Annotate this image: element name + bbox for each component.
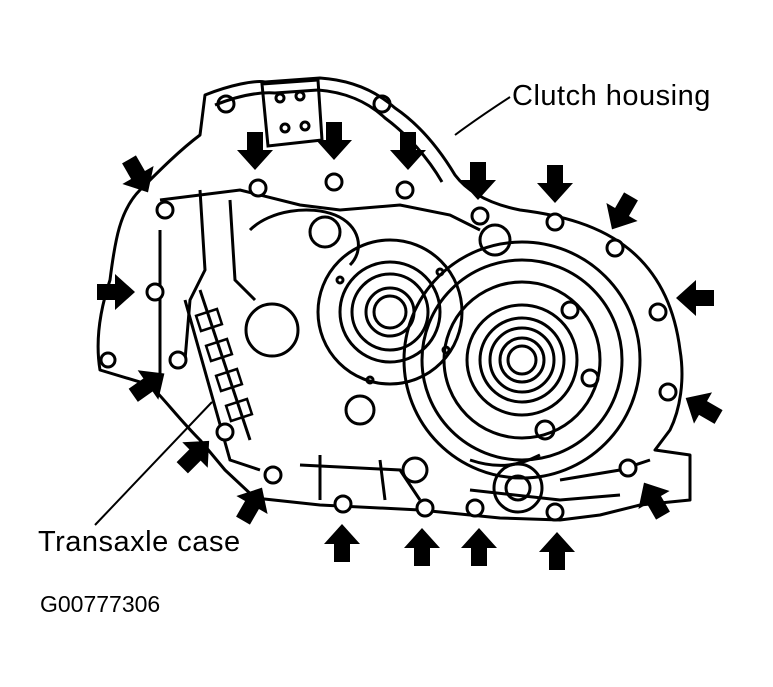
bolt-1 [155, 200, 175, 220]
arrow-bolt-12 [461, 528, 497, 566]
figure-code: G00777306 [40, 591, 161, 617]
bolt-8 [648, 302, 668, 322]
bolt-6 [545, 212, 565, 232]
clutch-housing-leader [454, 96, 511, 136]
leader-lines [94, 96, 511, 526]
bolt-2 [248, 178, 268, 198]
bolt-10 [618, 458, 638, 478]
arrow-bolt-7 [596, 187, 647, 239]
arrow-bolt-11 [539, 532, 575, 570]
arrow-bolt-9 [676, 382, 728, 433]
bolt-heads [145, 172, 678, 522]
arrow-bolt-4 [390, 132, 426, 170]
arrow-bolt-5 [460, 162, 496, 200]
bolt-18 [145, 282, 165, 302]
arrow-bolt-10 [628, 473, 679, 525]
arrow-bolt-14 [324, 524, 360, 562]
arrow-bolt-8 [676, 280, 714, 316]
bolt-15 [263, 465, 283, 485]
bolt-14 [333, 494, 353, 514]
clutch-housing-label: Clutch housing [512, 80, 711, 112]
bolt-4 [395, 180, 415, 200]
case-ribs [194, 307, 254, 423]
inner-webbing [99, 188, 651, 502]
bolt-5 [470, 206, 490, 226]
bolt-11 [545, 502, 565, 522]
bolt-17 [168, 350, 188, 370]
arrow-bolt-13 [404, 528, 440, 566]
transaxle-case-label: Transaxle case [38, 526, 241, 558]
bolt-13 [415, 498, 435, 518]
bolt-3 [324, 172, 344, 192]
housing-outline [96, 76, 692, 522]
right-bearing [402, 240, 642, 514]
bolt-16 [215, 422, 235, 442]
transaxle-case-leader [94, 401, 213, 526]
arrow-bolt-6 [537, 165, 573, 203]
arrow-bolt-15 [227, 478, 278, 530]
left-shaft-bearing [316, 238, 464, 386]
bolt-12 [465, 498, 485, 518]
bolt-9 [658, 382, 678, 402]
bolt-7 [605, 238, 625, 258]
